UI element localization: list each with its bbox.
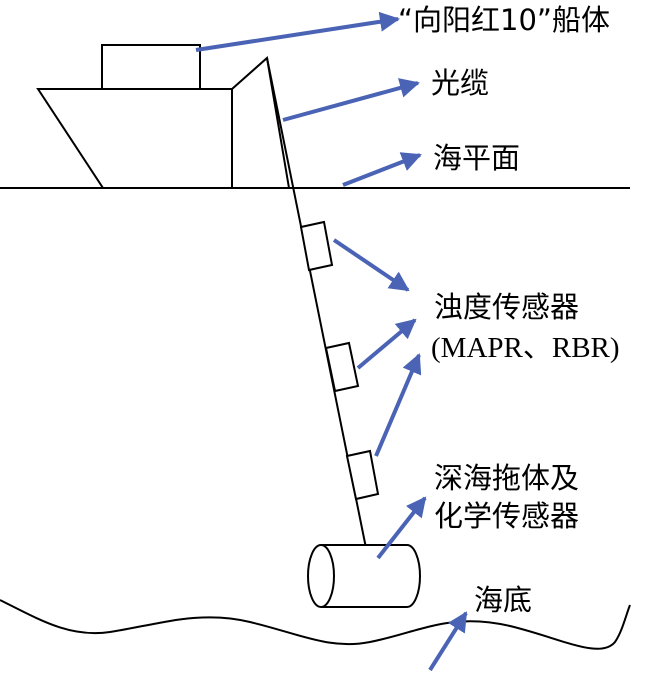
seabed-arrow [428,611,468,672]
label-cable: 光缆 [431,66,489,100]
tow-body-body [321,545,407,607]
seabed-line [0,599,631,650]
tow-body-left-end [307,544,335,608]
sea-level-arrow [342,152,422,187]
tow-body-right-end [406,544,421,608]
label-turbidity-line1: 浊度传感器 [434,290,579,324]
label-towfish-line1: 深海拖体及 [434,461,579,495]
label-turbidity-line2: (MAPR、RBR) [431,332,620,364]
towfish-arrow [376,496,427,560]
cable-arrow [282,78,420,122]
pointer-arrows [195,11,468,672]
ship [36,44,290,189]
turbidity-sensor-1 [299,220,334,272]
ship-cabin [101,44,201,90]
label-ship-hull: “向阳红10”船体 [398,3,610,37]
turbidity-arrow-1 [332,238,410,292]
label-towfish-line2: 化学传感器 [434,499,579,533]
turbidity-sensor-3 [345,449,380,501]
turbidity-sensors [299,220,380,501]
turbidity-sensor-2 [324,341,360,393]
label-sea-level: 海平面 [433,141,520,175]
hull-arrow [195,11,400,52]
turbidity-arrow-2 [356,318,417,370]
ship-hull [36,88,233,189]
tow-body [307,544,421,608]
turbidity-arrow-3 [374,353,422,457]
label-seabed: 海底 [474,583,532,617]
